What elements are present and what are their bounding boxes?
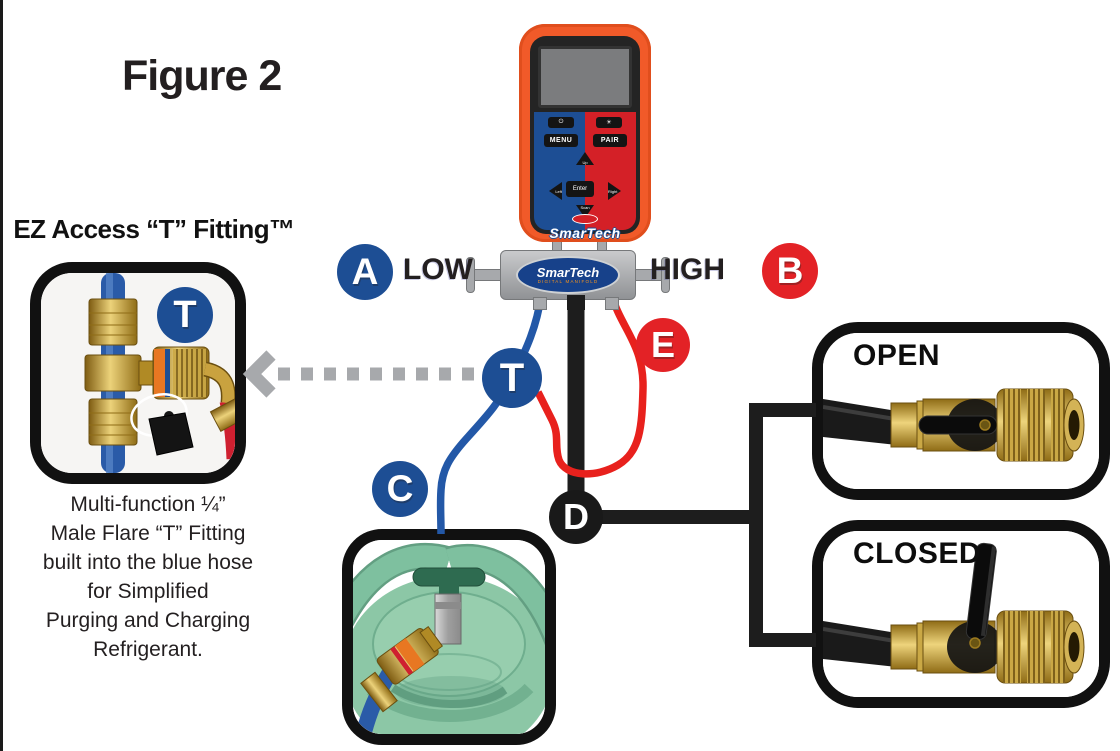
figure-title: Figure 2 bbox=[122, 52, 282, 100]
caption-line: Multi-function ¼” bbox=[70, 493, 226, 516]
valve-closed-illustration bbox=[823, 531, 1099, 697]
tank-coupler bbox=[376, 625, 444, 685]
backlight-button: ☀ bbox=[596, 117, 622, 128]
manifold-subtitle: Digital Manifold bbox=[537, 278, 599, 284]
manifold-arm-left bbox=[474, 269, 503, 281]
open-label: OPEN bbox=[853, 339, 941, 372]
connector-bracket-to-valve-photos bbox=[598, 403, 816, 647]
device-screen bbox=[538, 46, 632, 108]
utility-port bbox=[567, 295, 585, 310]
high-label: HIGH bbox=[650, 253, 725, 286]
brass-elbow bbox=[203, 363, 235, 404]
smartech-logo: SmarTech bbox=[525, 214, 645, 241]
t-fitting-caption: Multi-function ¼” Male Flare “T” Fitting… bbox=[6, 490, 290, 664]
valve-open-photo: OPEN bbox=[812, 322, 1110, 500]
valve-stem bbox=[434, 593, 462, 645]
caption-line: Purging and Charging bbox=[45, 609, 251, 632]
refrigerant-tank-photo bbox=[342, 529, 556, 745]
callout-e: E bbox=[636, 318, 690, 372]
power-icon: ⏻ bbox=[558, 119, 564, 125]
dotted-arrow-to-inset bbox=[242, 350, 482, 398]
callout-d: D bbox=[549, 490, 603, 544]
low-label: LOW bbox=[403, 253, 473, 286]
backlight-icon: ☀ bbox=[606, 120, 612, 126]
tank-illustration bbox=[353, 540, 545, 734]
ez-fitting-heading: EZ Access “T” Fitting™ bbox=[13, 214, 295, 244]
tank-handle-right bbox=[445, 546, 545, 640]
manifold-brand: SmarTech bbox=[536, 264, 600, 280]
brass-tee-fitting bbox=[84, 298, 156, 446]
tank-valve-handle bbox=[412, 567, 486, 596]
tank-handle-left bbox=[353, 545, 453, 622]
hose-brass-nut bbox=[360, 671, 398, 713]
red-high-hose bbox=[534, 294, 647, 478]
pair-button: PAIR bbox=[593, 134, 627, 147]
closed-label: CLOSED bbox=[853, 537, 982, 570]
brass-nut-on-red-hose bbox=[209, 398, 235, 432]
smartech-logo-text: SmarTech bbox=[549, 225, 621, 241]
smartech-logo-oval bbox=[572, 214, 598, 224]
valve-closed-photo: CLOSED bbox=[812, 520, 1110, 708]
caption-line: built into the blue hose bbox=[42, 551, 254, 574]
page-edge-line bbox=[0, 0, 3, 751]
knurled-coupler bbox=[996, 610, 1085, 684]
callout-t: T bbox=[482, 348, 542, 408]
callout-c: C bbox=[372, 461, 428, 517]
high-port bbox=[605, 297, 619, 310]
device-keypad-panel bbox=[534, 112, 636, 230]
keypad-red-half bbox=[585, 112, 636, 230]
blue-low-hose bbox=[436, 295, 545, 535]
t-fitting-photo bbox=[30, 262, 246, 484]
caption-line: Refrigerant. bbox=[93, 638, 203, 661]
low-port bbox=[533, 297, 547, 310]
valve-open-illustration bbox=[823, 333, 1099, 489]
enter-key: Enter bbox=[566, 181, 594, 197]
t-fitting-photo-badge: T bbox=[157, 287, 213, 343]
menu-button: MENU bbox=[544, 134, 578, 147]
callout-b: B bbox=[762, 243, 818, 299]
black-dust-cap bbox=[148, 411, 194, 456]
caption-line: for Simplified bbox=[87, 580, 209, 603]
power-button: ⏻ bbox=[548, 117, 574, 128]
manifold-logo-oval: SmarTech Digital Manifold bbox=[516, 256, 620, 294]
keypad-blue-half bbox=[534, 112, 585, 230]
caption-line: Male Flare “T” Fitting bbox=[50, 522, 246, 545]
knurled-coupler bbox=[996, 388, 1085, 462]
quick-coupler bbox=[152, 346, 210, 400]
callout-a: A bbox=[337, 244, 393, 300]
